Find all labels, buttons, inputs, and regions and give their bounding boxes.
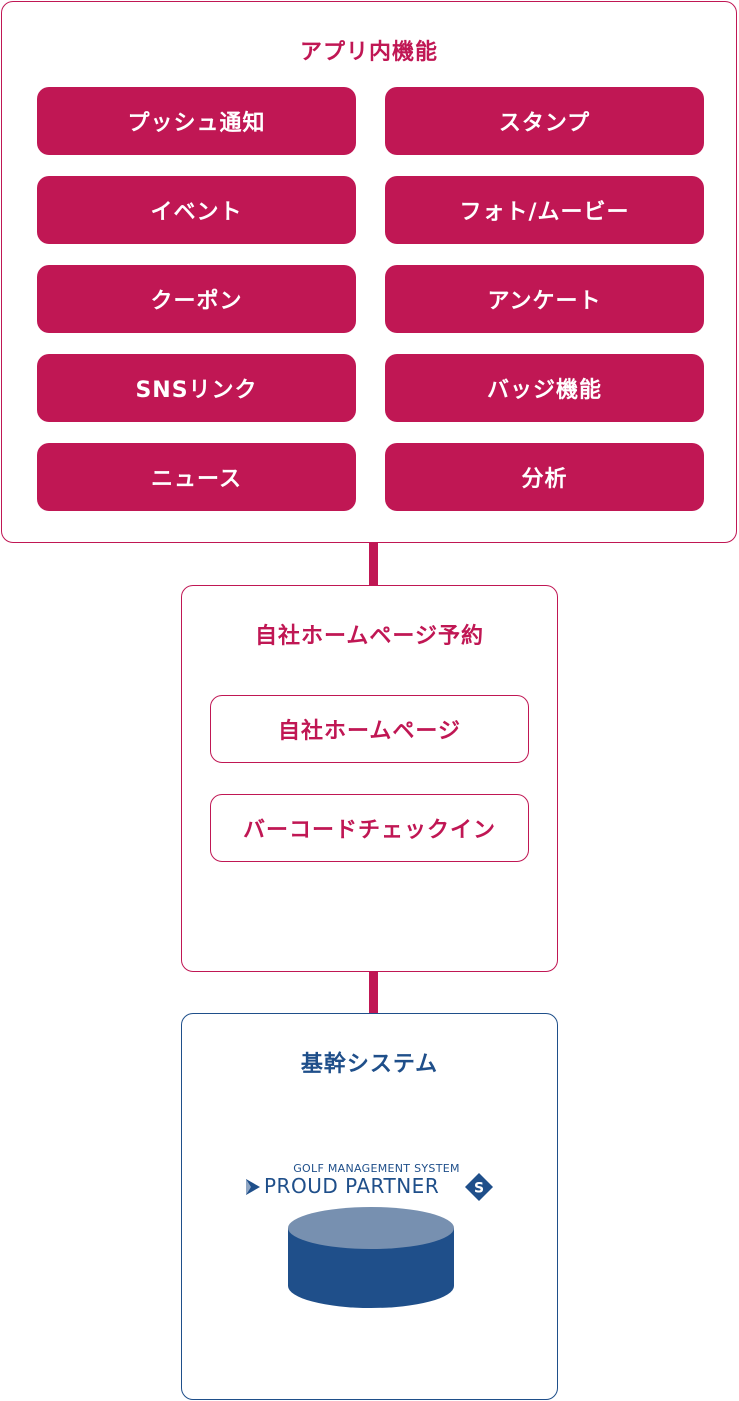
web-reservation-panel: 自社ホームページ予約 自社ホームページ バーコードチェックイン: [181, 585, 558, 972]
play-arrow-icon: [246, 1179, 260, 1195]
core-system-panel: 基幹システム GOLF MANAGEMENT SYSTEM PROUD PART…: [181, 1013, 558, 1400]
app-features-panel: アプリ内機能 プッシュ通知 スタンプ イベント フォト/ムービー クーポン アン…: [1, 1, 737, 543]
feature-sns-link[interactable]: SNSリンク: [37, 354, 356, 422]
app-features-title: アプリ内機能: [299, 40, 438, 65]
feature-analytics[interactable]: 分析: [385, 443, 704, 511]
homepage-button[interactable]: 自社ホームページ: [210, 695, 529, 763]
core-system-title: 基幹システム: [300, 1052, 439, 1077]
connector-web-core: [369, 972, 378, 1013]
logo-mark-letter: S: [474, 1181, 484, 1197]
feature-news[interactable]: ニュース: [37, 443, 356, 511]
logo-subtitle: GOLF MANAGEMENT SYSTEM: [293, 1162, 460, 1175]
feature-photo-movie[interactable]: フォト/ムービー: [385, 176, 704, 244]
feature-stamp[interactable]: スタンプ: [385, 87, 704, 155]
web-reservation-title: 自社ホームページ予約: [255, 624, 484, 649]
feature-event[interactable]: イベント: [37, 176, 356, 244]
logo-name: PROUD PARTNER: [264, 1174, 440, 1198]
connector-app-web: [369, 543, 378, 585]
feature-badge[interactable]: バッジ機能: [385, 354, 704, 422]
database-icon: [288, 1207, 454, 1308]
feature-coupon[interactable]: クーポン: [37, 265, 356, 333]
feature-push-notification[interactable]: プッシュ通知: [37, 87, 356, 155]
s-diamond-icon: S: [465, 1173, 493, 1201]
barcode-checkin-button[interactable]: バーコードチェックイン: [210, 794, 529, 862]
feature-survey[interactable]: アンケート: [385, 265, 704, 333]
